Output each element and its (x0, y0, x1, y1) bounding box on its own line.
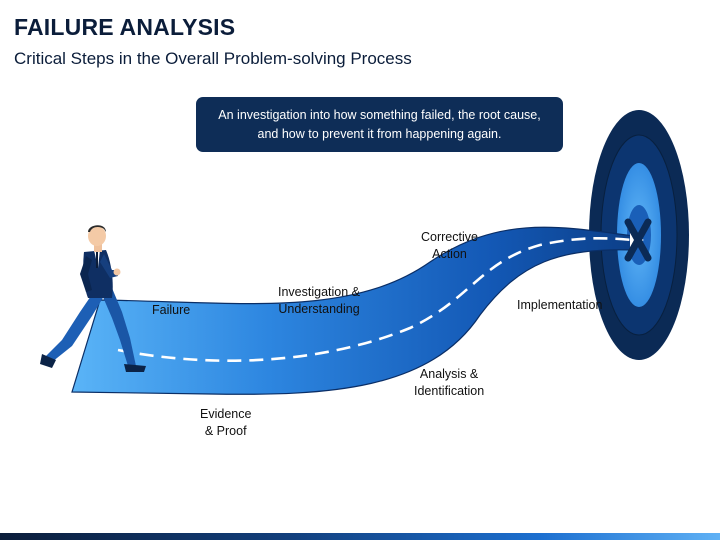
definition-callout: An investigation into how something fail… (196, 97, 563, 152)
footer-accent-bar (0, 533, 720, 540)
x-mark-icon (624, 218, 652, 262)
slide-title: FAILURE ANALYSIS (14, 14, 236, 40)
step-label-analysis: Analysis & Identification (414, 367, 485, 398)
step-label-evidence: Evidence & Proof (200, 407, 252, 438)
step-label-corrective: Corrective Action (421, 230, 478, 261)
dashed-route (117, 237, 633, 363)
step-label-implementation: Implementation (517, 298, 603, 312)
slide-subtitle: Critical Steps in the Overall Problem-so… (14, 49, 412, 68)
step-label-failure: Failure (152, 303, 191, 317)
step-label-investigation: Investigation & Understanding (278, 285, 360, 316)
running-businessman-icon (40, 225, 146, 372)
